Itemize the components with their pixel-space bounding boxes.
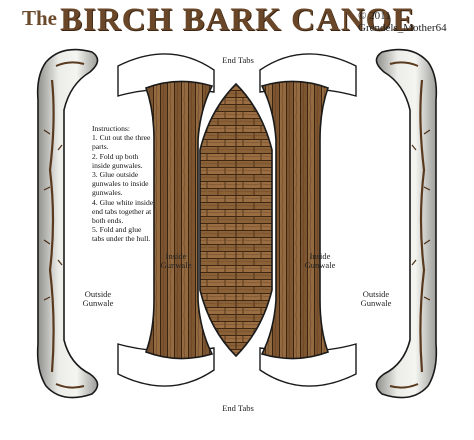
instruction-step: 1. Cut out the three parts. (92, 133, 151, 152)
instructions-heading: Instructions: (92, 124, 130, 133)
left-outside-gunwale (36, 48, 99, 399)
instruction-step: 3. Glue outside gunwales to inside gunwa… (92, 170, 149, 198)
inside-gunwale-left-label: Inside Gunwale (160, 251, 192, 270)
page-title: BIRCH BARK CANOE (60, 2, 416, 38)
instructions-block: Instructions: 1. Cut out the three parts… (92, 124, 154, 244)
instruction-step: 4. Glue white inside end tabs together a… (92, 197, 154, 226)
instruction-step: 5. Fold and glue tabs under the hull. (92, 225, 151, 244)
instruction-step: 2. Fold up both inside gunwales. (92, 151, 143, 170)
right-inside-gunwale (260, 80, 330, 360)
copyright-year: © 2011 (358, 10, 391, 22)
outside-gunwale-right-label: Outside Gunwale (360, 289, 392, 308)
copyright-author: Grendels_Mother64 (358, 22, 447, 34)
title-prefix: The (22, 6, 58, 30)
right-outside-gunwale (375, 48, 438, 399)
outside-gunwale-left-label: Outside Gunwale (82, 289, 114, 308)
left-inside-gunwale (144, 80, 214, 360)
copyright-notice: © 2011 Grendels_Mother64 (358, 10, 447, 34)
end-tabs-bottom-label: End Tabs (222, 403, 254, 413)
end-tabs-top-label: End Tabs (222, 55, 254, 65)
inside-gunwale-right-label: Inside Gunwale (304, 251, 336, 270)
